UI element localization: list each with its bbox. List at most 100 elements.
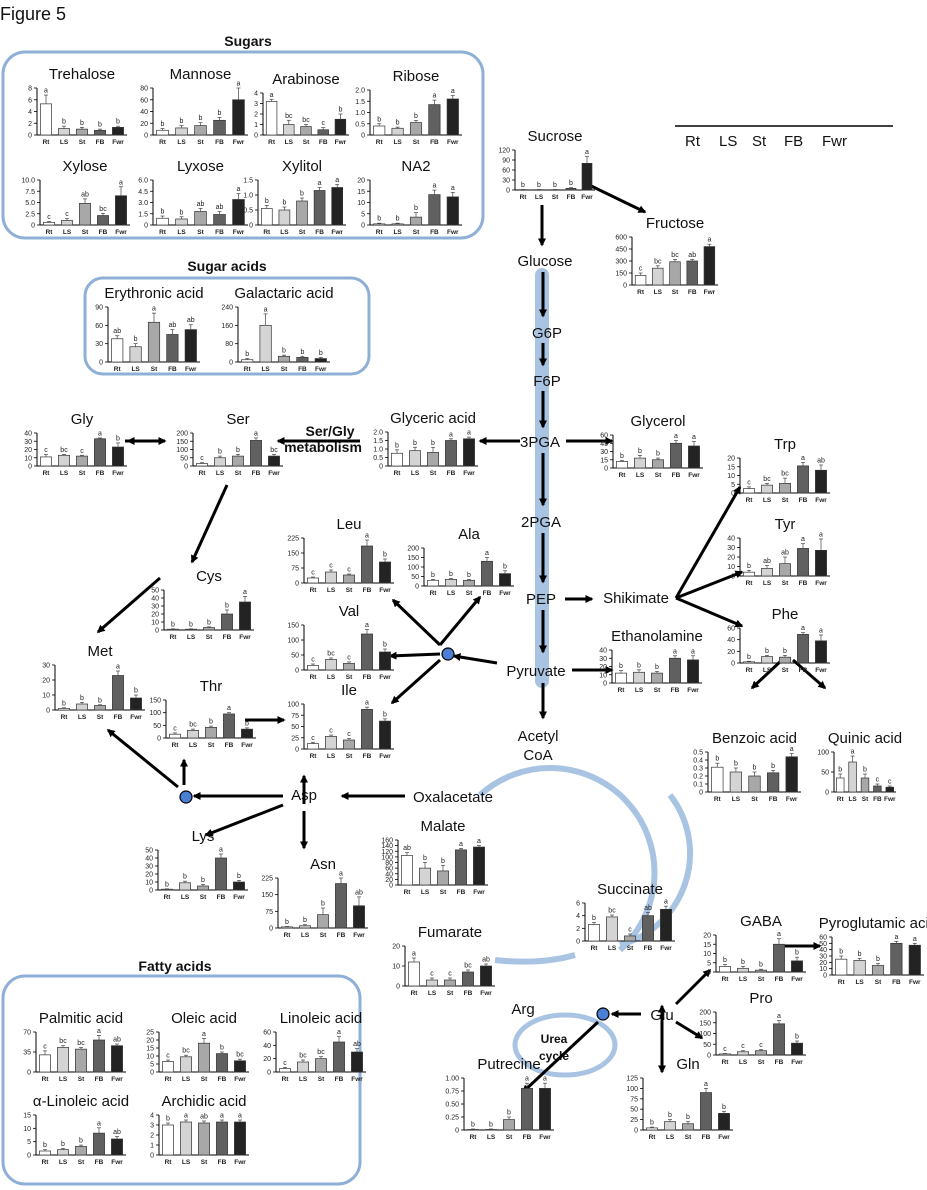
significance-letter-tyr-rt: b xyxy=(747,563,751,570)
bar-na2-rt xyxy=(373,223,386,226)
bar-linoleic-acid-fwr xyxy=(351,1051,363,1073)
y-tick-label-oleic-acid: 0 xyxy=(150,1070,154,1077)
y-tick-label-succinate: 2 xyxy=(576,926,580,933)
significance-letter-met-st: b xyxy=(98,697,102,704)
chart-erythronic-acid: Erythronic acid0306090abRtbLSaStabFBabFw… xyxy=(95,285,203,373)
chart-title-palmitic-acid: Palmitic acid xyxy=(39,1010,123,1027)
significance-letter-pyroglutamic-acid-fb: a xyxy=(894,934,898,941)
y-tick-label-erythronic-acid: 90 xyxy=(95,305,103,312)
x-tick-label-palmitic-acid-ls: LS xyxy=(59,1076,68,1083)
y-tick-label-na2: 5 xyxy=(361,211,365,218)
significance-letter-putrecine-st: b xyxy=(507,1110,511,1117)
y-tick-label-cys: 40 xyxy=(151,596,159,603)
bar-ethanolamine-rt xyxy=(615,672,627,684)
bar-benzoic-acid-rt xyxy=(711,766,724,793)
chart-title-asn: Asn xyxy=(310,856,336,873)
x-tick-label-fumarate-ls: LS xyxy=(428,990,437,997)
x-tick-label-fumarate-rt: Rt xyxy=(411,990,419,997)
significance-letter-xylitol-fwr: a xyxy=(335,177,339,184)
bar-ethanolamine-ls xyxy=(633,671,645,684)
x-tick-label-fructose-ls: LS xyxy=(654,289,663,296)
x-tick-label-gaba-fwr: Fwr xyxy=(791,976,803,983)
significance-letter-arabinose-fb: c xyxy=(321,120,325,127)
x-tick-label-thr-ls: LS xyxy=(189,742,198,749)
y-tick-label-xylitol: 1.0 xyxy=(243,193,253,200)
significance-letter-trehalose-fb: b xyxy=(98,122,102,129)
x-tick-label-lyxose-ls: LS xyxy=(177,229,186,236)
y-tick-label-gaba: 20 xyxy=(703,933,711,940)
x-tick-label-trp-st: St xyxy=(782,497,789,504)
bar-met-st xyxy=(94,705,106,711)
y-tick-label-trehalose: 4 xyxy=(28,109,32,116)
significance-letter-met-rt: b xyxy=(62,700,66,707)
significance-letter-tyr-ls: ab xyxy=(763,558,771,565)
y-tick-label-arabinose: 4 xyxy=(254,91,258,98)
x-tick-label-ethanolamine-fb: FB xyxy=(671,687,680,694)
bar-putrecine-st xyxy=(503,1119,515,1131)
significance-letter-archidic-acid-fwr: a xyxy=(238,1113,242,1120)
bar-thr-ls xyxy=(187,730,199,739)
chart-title-fumarate: Fumarate xyxy=(418,924,482,941)
x-tick-label-gln-st: St xyxy=(685,1134,692,1141)
y-tick-label-fructose: 300 xyxy=(615,259,627,266)
bar-malate-st xyxy=(437,870,449,886)
x-tick-label-trehalose-rt: Rt xyxy=(43,139,51,146)
significance-letter-archidic-acid-st: ab xyxy=(200,1114,208,1121)
x-tick-label-linoleic-acid-st: St xyxy=(78,1159,85,1166)
y-tick-label-oleic-acid: 25 xyxy=(146,1030,154,1037)
bar-xylitol-rt xyxy=(260,208,273,226)
bar-mannose-st xyxy=(194,125,207,136)
x-tick-label-ala-st: St xyxy=(466,590,473,597)
bar-lyxose-ls xyxy=(175,218,188,226)
bar-thr-st xyxy=(205,727,217,739)
significance-letter-malate-st: b xyxy=(441,858,445,865)
bar-gln-rt xyxy=(646,1127,658,1131)
significance-letter-pro-rt: c xyxy=(723,1046,727,1053)
bar-na2-st xyxy=(409,216,423,226)
bar-gln-fwr xyxy=(718,1113,730,1131)
x-tick-label-linoleic-acid-st: St xyxy=(318,1076,325,1083)
x-tick-label-leu-rt: Rt xyxy=(310,587,318,594)
significance-letter-ribose-rt: b xyxy=(377,116,381,123)
x-tick-label-linoleic-acid-fwr: Fwr xyxy=(351,1076,363,1083)
significance-letter-palmitic-acid-st: bc xyxy=(77,1040,85,1047)
bar-xylose-fwr xyxy=(115,195,127,226)
significance-letter-benzoic-acid-st: b xyxy=(753,765,757,772)
y-tick-label-ala: 200 xyxy=(407,546,419,553)
significance-letter-fumarate-st: c xyxy=(448,971,452,978)
y-tick-label-trp: 0 xyxy=(731,491,735,498)
significance-letter-mannose-st: b xyxy=(199,115,203,122)
x-tick-label-quinic-acid-st: St xyxy=(862,796,869,803)
x-tick-label-archidic-acid-st: St xyxy=(201,1159,208,1166)
significance-letter-ala-rt: b xyxy=(431,572,435,579)
bar-ethanolamine-fwr xyxy=(687,659,699,684)
y-tick-label-malate: 80 xyxy=(385,860,393,867)
y-tick-label-linoleic-acid: 60 xyxy=(263,1030,271,1037)
x-tick-label-sucrose-fwr: Fwr xyxy=(581,194,593,201)
x-tick-label-cys-fwr: Fwr xyxy=(239,634,251,641)
x-tick-label-pro-st: St xyxy=(758,1059,765,1066)
significance-letter-mannose-rt: b xyxy=(161,121,165,128)
y-tick-label-glyceric-acid: 1.5 xyxy=(373,438,383,445)
x-tick-label-phe-rt: Rt xyxy=(746,667,754,674)
bar-erythronic-acid-ls xyxy=(129,346,142,363)
y-tick-label-arabinose: 1 xyxy=(254,122,258,129)
significance-letter-lyxose-fb: ab xyxy=(216,204,224,211)
significance-letter-lys-ls: b xyxy=(183,874,187,881)
bar-val-rt xyxy=(307,665,319,671)
bar-erythronic-acid-fb xyxy=(166,334,179,363)
significance-letter-ile-fwr: b xyxy=(383,711,387,718)
significance-letter-gln-fwr: b xyxy=(722,1104,726,1111)
y-tick-label-pyroglutamic-acid: 20 xyxy=(819,960,827,967)
x-tick-label-gaba-rt: Rt xyxy=(722,976,730,983)
bar-arabinose-st xyxy=(300,126,312,136)
y-tick-label-pyroglutamic-acid: 50 xyxy=(819,941,827,948)
bar-ile-ls xyxy=(325,736,337,750)
significance-letter-thr-st: b xyxy=(209,719,213,726)
bar-quinic-acid-fb xyxy=(873,785,882,793)
